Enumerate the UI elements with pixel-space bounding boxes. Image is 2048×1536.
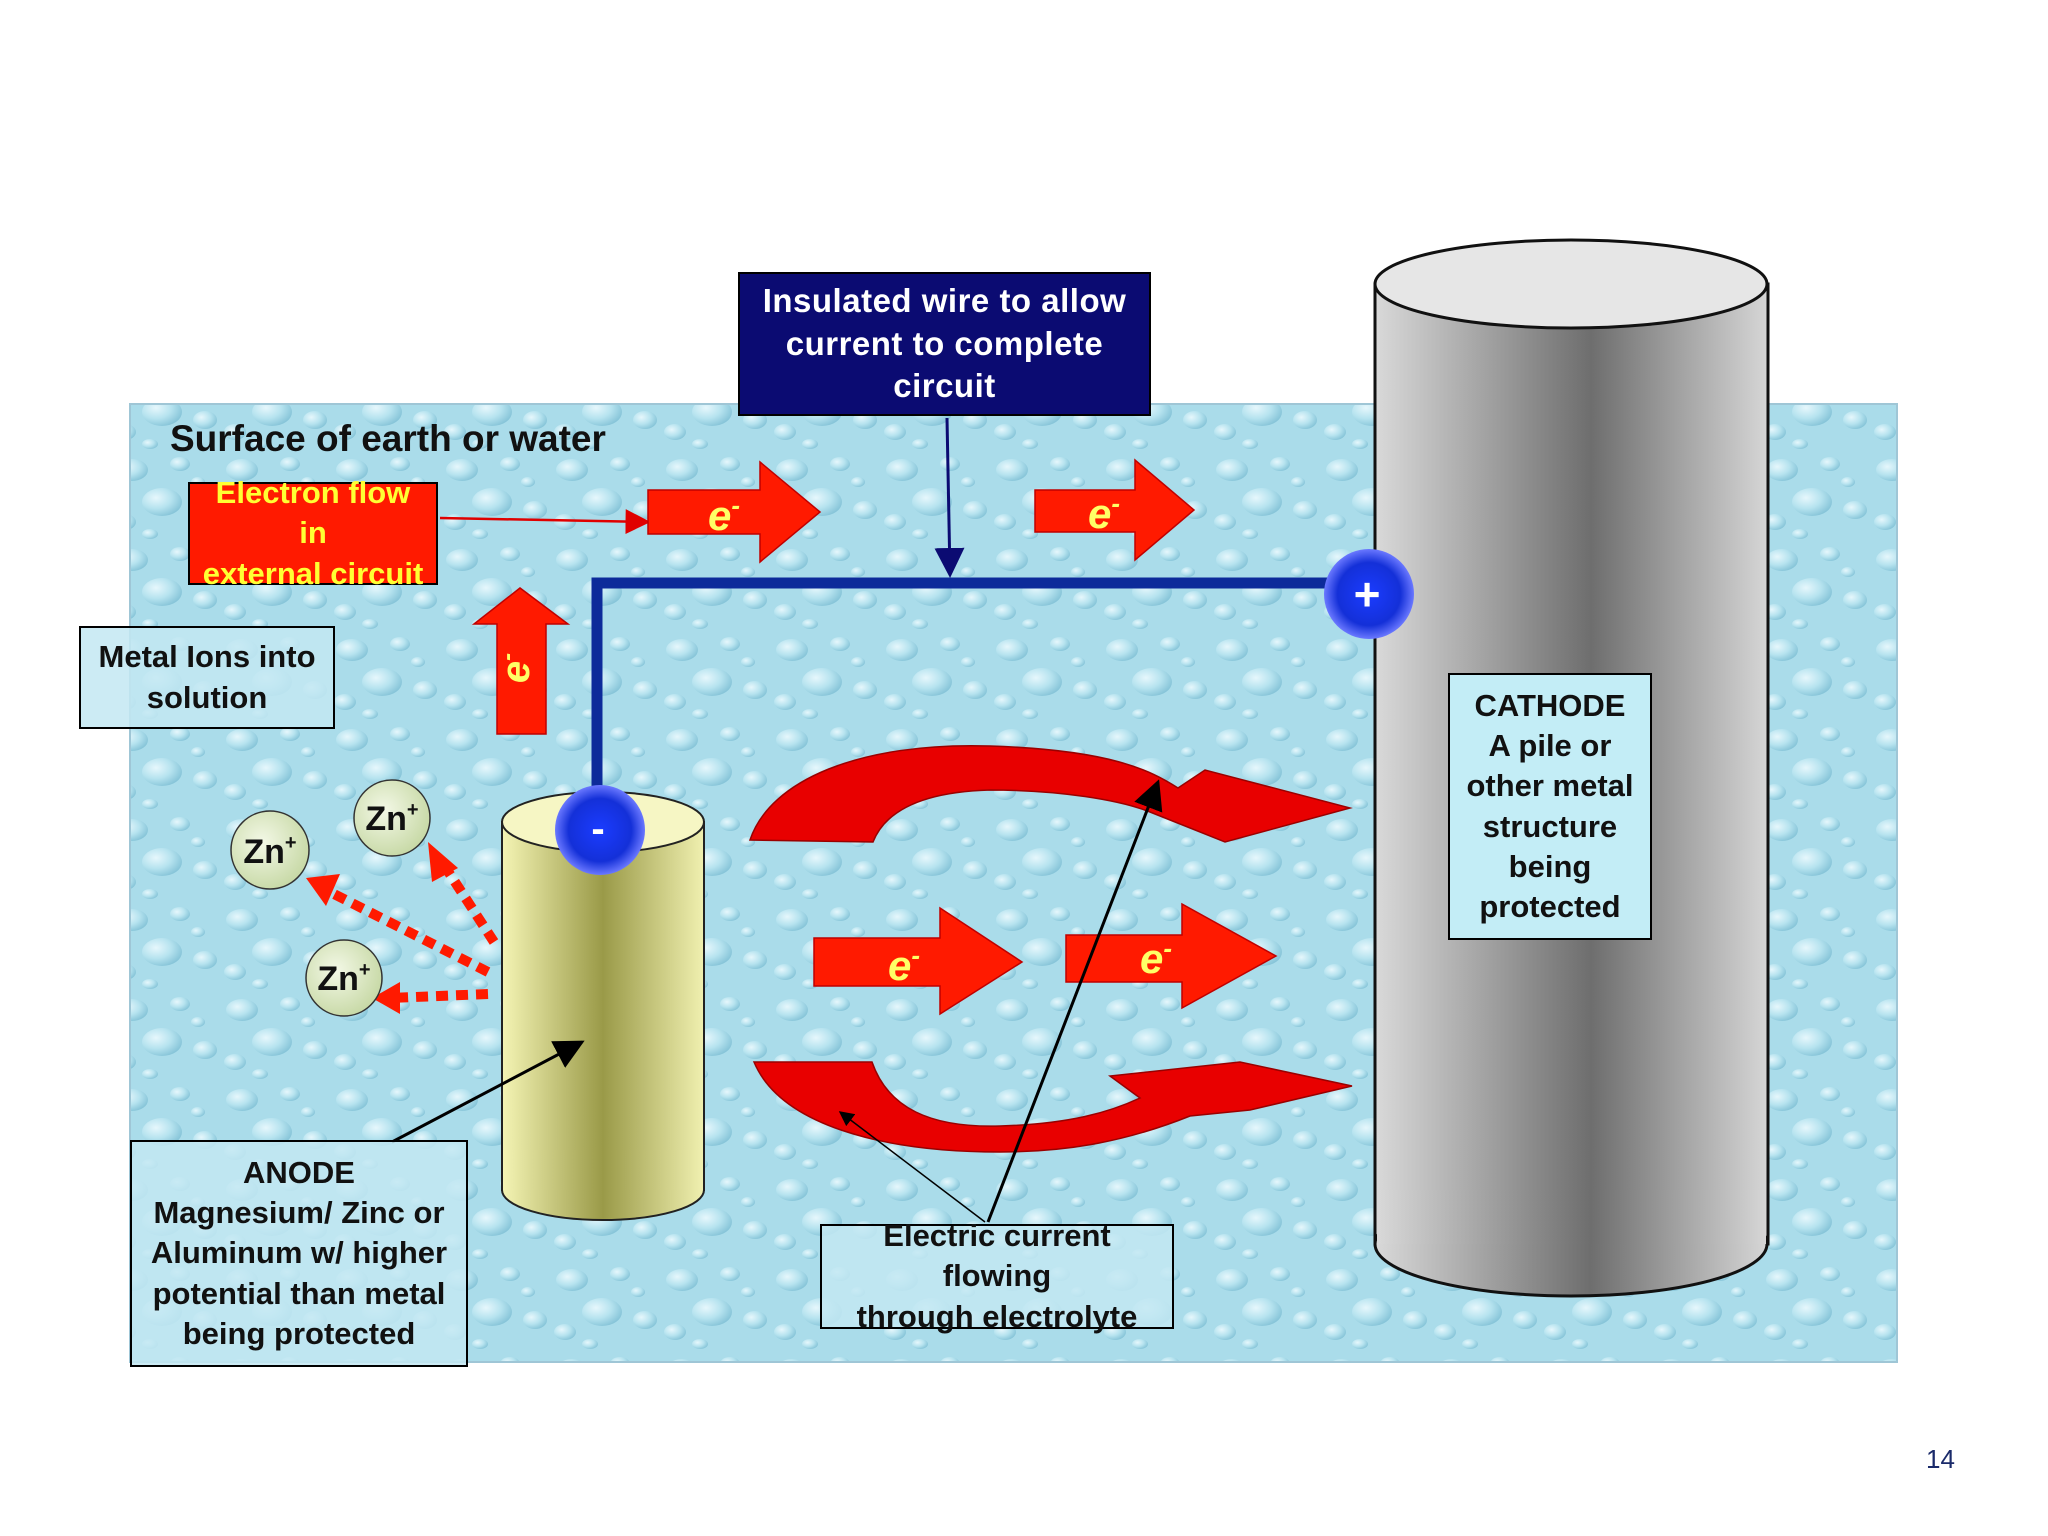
electron-arrow-upper-1: e- xyxy=(647,460,822,564)
electron-flow-pointer xyxy=(439,509,651,535)
anode-label: ANODE Magnesium/ Zinc or Aluminum w/ hig… xyxy=(130,1140,468,1367)
ion-arrowhead-2 xyxy=(306,874,340,906)
zinc-ion-1: Zn+ xyxy=(230,810,310,890)
ion-arrows xyxy=(327,859,499,1003)
anode-cylinder xyxy=(501,791,705,1221)
page-number: 14 xyxy=(1926,1444,1955,1474)
anode-label-pointer xyxy=(391,1040,585,1144)
current-arrow-lower xyxy=(752,1061,1353,1153)
negative-terminal: - xyxy=(555,785,645,875)
svg-text:e-: e- xyxy=(1140,933,1172,982)
positive-terminal: + xyxy=(1324,549,1414,639)
svg-text:+: + xyxy=(1354,568,1381,620)
svg-text:Zn+: Zn+ xyxy=(317,959,370,998)
metal-ions-label: Metal Ions into solution xyxy=(79,626,335,729)
surface-label: Surface of earth or water xyxy=(170,418,606,459)
insulated-wire xyxy=(591,577,1366,832)
current-label-pointer-up xyxy=(986,779,1163,1223)
svg-text:Zn+: Zn+ xyxy=(243,832,296,871)
current-arrow-upper xyxy=(748,744,1353,843)
zinc-ion-2: Zn+ xyxy=(353,779,431,857)
electron-arrow-vertical: e- xyxy=(471,587,571,735)
wire-label-pointer xyxy=(934,417,965,578)
zinc-ion-3: Zn+ xyxy=(305,939,383,1017)
ion-arrowhead-3 xyxy=(372,982,400,1014)
svg-text:e-: e- xyxy=(494,653,538,683)
svg-text:-: - xyxy=(591,807,604,851)
svg-text:Zn+: Zn+ xyxy=(365,799,418,838)
electron-flow-label: Electron flow in external circuit xyxy=(188,475,438,591)
svg-text:e-: e- xyxy=(1088,488,1120,537)
electron-arrow-lower-1: e- xyxy=(813,906,1024,1016)
electron-arrow-upper-2: e- xyxy=(1034,458,1196,562)
svg-text:e-: e- xyxy=(708,490,740,539)
svg-text:e-: e- xyxy=(888,940,920,989)
ion-arrowhead-1 xyxy=(428,842,458,882)
electron-arrow-lower-2: e- xyxy=(1065,902,1278,1010)
electric-current-label: Electric current flowing through electro… xyxy=(820,1218,1174,1334)
cathode-cylinder xyxy=(1373,238,1770,1298)
cathode-label: CATHODE A pile or other metal structure … xyxy=(1448,673,1652,940)
insulated-wire-label: Insulated wire to allow current to compl… xyxy=(738,272,1151,416)
current-label-pointer-down xyxy=(838,1111,986,1223)
